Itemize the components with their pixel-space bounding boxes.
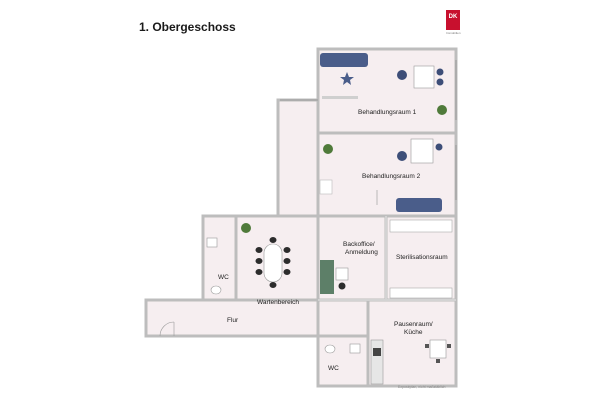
toilet	[324, 344, 336, 354]
stove	[373, 348, 381, 356]
chair	[436, 78, 444, 86]
plant-icon	[241, 223, 251, 233]
waiting-chairs	[255, 237, 291, 288]
shelf	[322, 96, 358, 99]
room-wc-bottom	[316, 334, 370, 388]
plant-icon	[323, 144, 333, 154]
logo: DK	[446, 10, 460, 30]
chair	[435, 143, 443, 151]
logo-text: DK	[448, 14, 458, 20]
reception-counter	[320, 260, 334, 294]
desk	[413, 65, 435, 89]
furniture-room-1	[320, 53, 447, 115]
label-pausenraum-line1: Pausenraum/	[394, 321, 433, 328]
footer-note: Exposéplan, nicht maßstäblich	[398, 385, 446, 389]
corridor-upper	[276, 98, 320, 218]
room-flur	[144, 298, 320, 338]
desk	[335, 267, 349, 281]
label-flur: Flur	[227, 317, 239, 324]
label-wc-top: WC	[218, 274, 229, 281]
chair	[436, 359, 440, 363]
chair	[338, 282, 346, 290]
furniture-wc-top	[206, 237, 222, 295]
furniture-sterilisation	[389, 219, 453, 299]
dining-table	[429, 339, 447, 359]
furniture-wc-bottom	[324, 343, 361, 354]
toilet	[210, 285, 222, 295]
label-backoffice-line1: Backoffice/	[343, 241, 375, 248]
interior-walls	[318, 216, 456, 301]
windows	[280, 60, 457, 200]
counter	[389, 219, 453, 233]
label-pausenraum-line2: Küche	[404, 329, 423, 336]
sink	[206, 237, 218, 248]
label-wartenbereich: Wartenbereich	[257, 299, 299, 306]
plan-title: 1. Obergeschoss	[139, 20, 236, 34]
chair	[425, 344, 429, 348]
chair	[397, 151, 407, 161]
chair	[397, 70, 407, 80]
label-wc-bottom: WC	[328, 365, 339, 372]
treatment-couch	[396, 198, 442, 212]
waiting-table	[263, 243, 283, 283]
plant-icon	[437, 105, 447, 115]
desk	[410, 138, 434, 164]
sink	[349, 343, 361, 354]
chair	[436, 68, 444, 76]
label-backoffice-line2: Anmeldung	[345, 249, 378, 256]
treatment-couch	[320, 53, 368, 67]
door-swing	[319, 179, 333, 195]
counter	[389, 287, 453, 299]
logo-subtitle: Immobilien	[446, 31, 461, 35]
entrance-door	[159, 321, 175, 337]
kitchen-counter	[370, 339, 384, 385]
furniture-waiting	[241, 223, 291, 288]
room-flur-right	[316, 298, 370, 338]
stool	[340, 72, 354, 85]
furniture-kitchen	[370, 339, 451, 385]
furniture-room-2	[319, 138, 443, 212]
label-sterilisationsraum: Sterilisationsraum	[396, 254, 448, 261]
furniture-backoffice	[320, 260, 349, 294]
label-behandlungsraum-1: Behandlungsraum 1	[358, 109, 417, 116]
label-behandlungsraum-2: Behandlungsraum 2	[362, 173, 421, 180]
chair	[447, 344, 451, 348]
